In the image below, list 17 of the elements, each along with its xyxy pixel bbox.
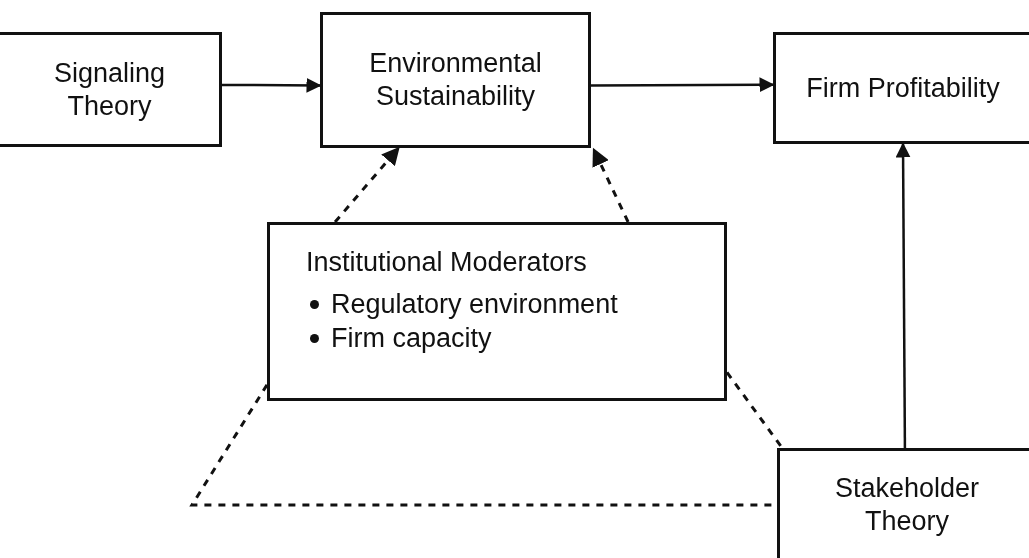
concept-box [267,222,727,401]
concept-box [320,12,591,148]
box-label: Signaling Theory [52,56,167,123]
arrow [895,142,911,448]
dashed-arrow [592,147,630,223]
box-label: Environmental Sustainability [368,47,543,113]
bullet-item: Regulatory environment [331,288,618,321]
arrow [591,77,775,93]
bullet-item: Firm capacity [331,322,492,355]
concept-box [773,32,1029,144]
arrow [222,77,322,93]
box-label: Stakeholder Theory [833,472,981,538]
dashed-arrow [333,146,400,223]
box-heading: Institutional Moderators [306,246,587,279]
concept-box [0,32,222,147]
concept-box [777,448,1029,558]
box-label: Firm Profitability [806,71,1000,105]
